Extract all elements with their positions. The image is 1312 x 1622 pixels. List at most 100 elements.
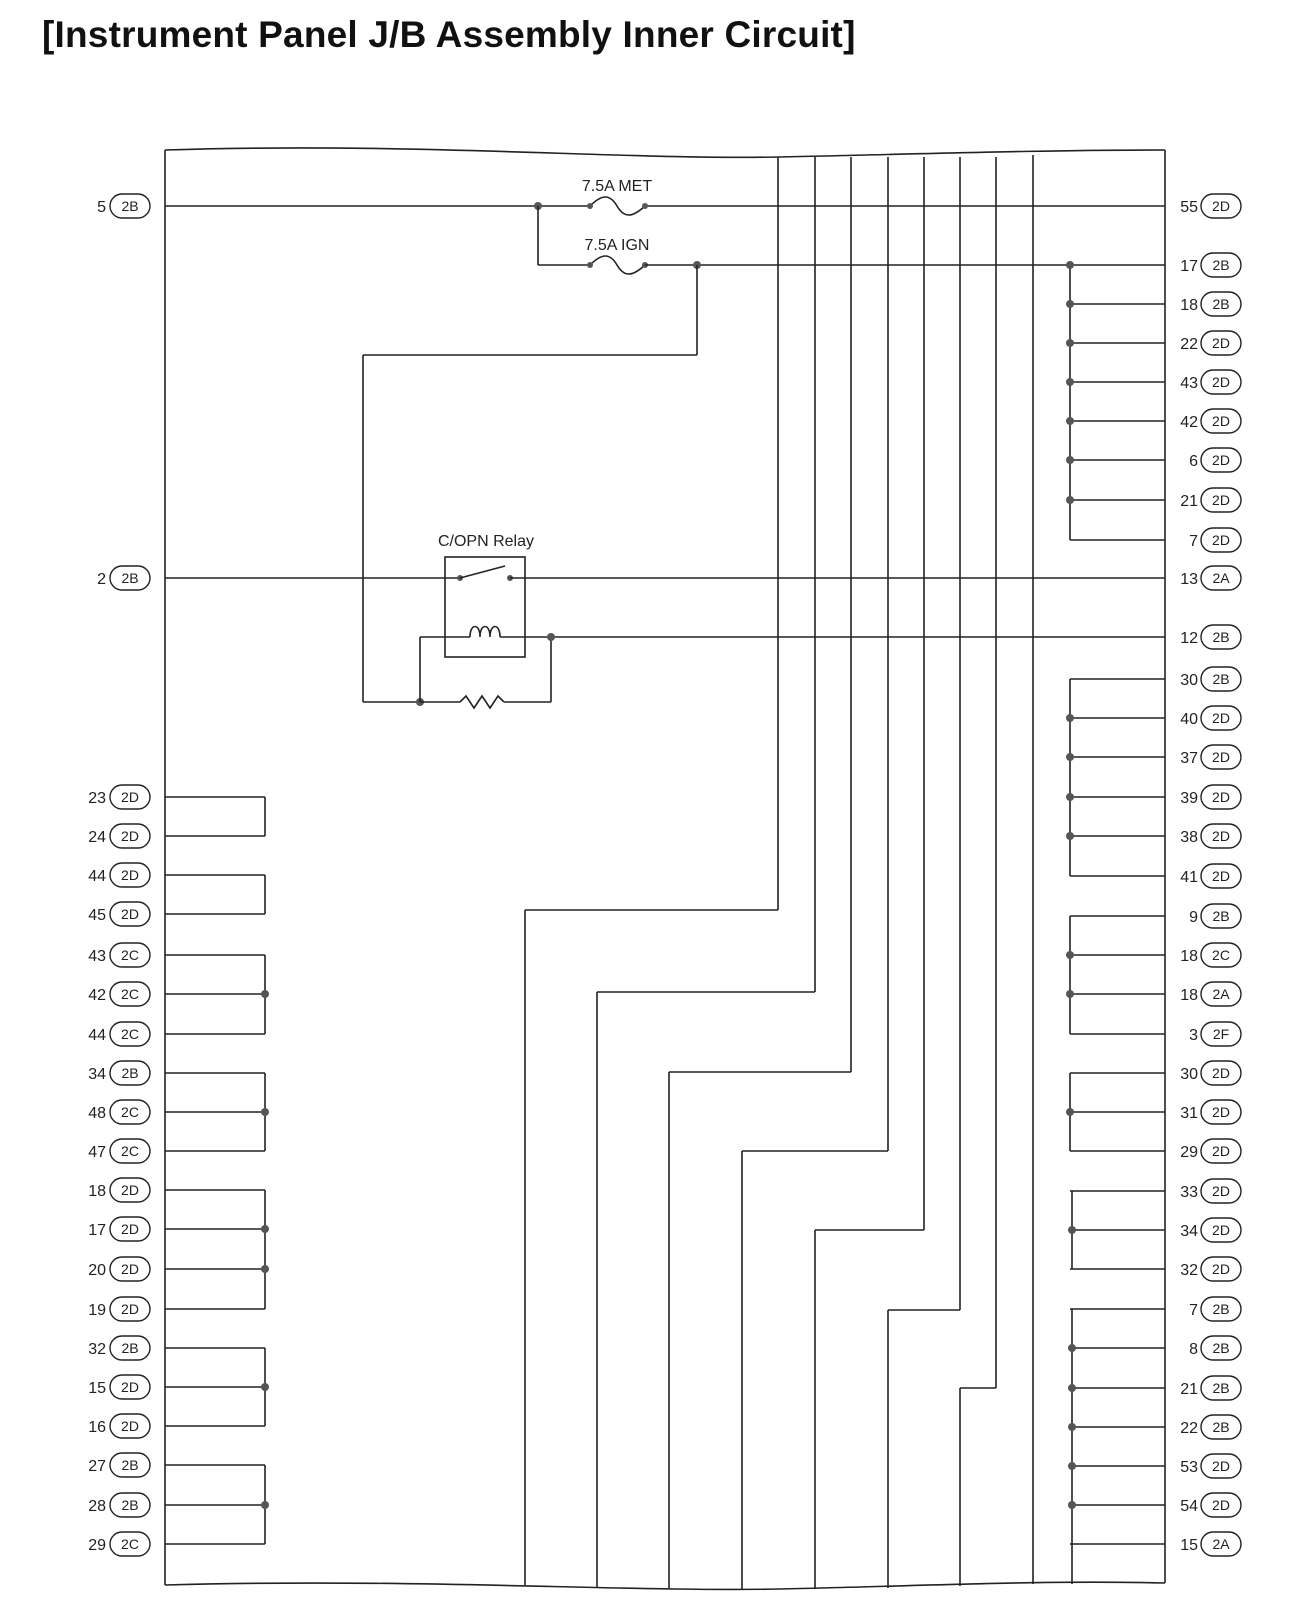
pin-number: 5 <box>97 199 106 216</box>
pin-number: 42 <box>1180 414 1198 431</box>
connector-id: 2D <box>1212 198 1230 214</box>
pin-number: 6 <box>1189 453 1198 470</box>
pin-number: 18 <box>1180 948 1198 965</box>
pin-number: 54 <box>1180 1498 1198 1515</box>
connector-id: 2D <box>1212 828 1230 844</box>
pin-number: 17 <box>1180 258 1198 275</box>
pin-number: 43 <box>88 948 106 965</box>
connector-badge <box>1200 252 1242 278</box>
connector-badge <box>109 1099 151 1125</box>
connector-badge <box>1200 1060 1242 1086</box>
connector-id: 2C <box>121 1104 139 1120</box>
connector-id: 2D <box>121 1261 139 1277</box>
pin-number: 27 <box>88 1458 106 1475</box>
connector-id: 2D <box>1212 1261 1230 1277</box>
pin-number: 48 <box>88 1105 106 1122</box>
junction-dot <box>1068 1344 1076 1352</box>
pin-number: 15 <box>88 1380 106 1397</box>
connector-id: 2D <box>1212 1183 1230 1199</box>
connector-badge <box>1200 369 1242 395</box>
pin-number: 21 <box>1180 493 1198 510</box>
junction-dot <box>1066 261 1074 269</box>
pin-number: 53 <box>1180 1459 1198 1476</box>
connector-id: 2D <box>1212 374 1230 390</box>
right-terminal: 33 2D <box>1070 1178 1242 1204</box>
connector-id: 2B <box>1212 1301 1229 1317</box>
connector-badge <box>1200 942 1242 968</box>
junction-dot <box>1066 417 1074 425</box>
junction-dot <box>1066 378 1074 386</box>
connector-badge <box>1200 705 1242 731</box>
junction-dot <box>1066 300 1074 308</box>
connector-badge <box>1200 291 1242 317</box>
pin-number: 47 <box>88 1144 106 1161</box>
connector-id: 2B <box>1212 257 1229 273</box>
connector-badge <box>1200 1296 1242 1322</box>
connector-id: 2D <box>1212 532 1230 548</box>
connector-id: 2D <box>121 1301 139 1317</box>
connector-badge <box>1200 1217 1242 1243</box>
pin-number: 8 <box>1189 1341 1198 1358</box>
connector-id: 2C <box>121 1536 139 1552</box>
connector-id: 2D <box>1212 335 1230 351</box>
connector-id: 2D <box>121 828 139 844</box>
connector-badge <box>1200 447 1242 473</box>
connector-badge <box>109 1021 151 1047</box>
pin-number: 18 <box>1180 297 1198 314</box>
junction-dot <box>1066 832 1074 840</box>
connector-badge <box>1200 823 1242 849</box>
connector-id: 2D <box>1212 710 1230 726</box>
junction-dot <box>1066 339 1074 347</box>
pin-number: 45 <box>88 907 106 924</box>
pin-number: 33 <box>1180 1184 1198 1201</box>
junction-dot <box>1066 951 1074 959</box>
connector-badge <box>1200 1335 1242 1361</box>
pin-number: 32 <box>1180 1262 1198 1279</box>
pin-number: 2 <box>97 571 106 588</box>
pin-number: 30 <box>1180 672 1198 689</box>
resistor-symbol <box>459 694 505 710</box>
connector-badge <box>1200 1492 1242 1518</box>
connector-id: 2A <box>1212 986 1230 1002</box>
pin-number: 29 <box>1180 1144 1198 1161</box>
junction-dot <box>1066 793 1074 801</box>
pin-number: 39 <box>1180 790 1198 807</box>
connector-id: 2D <box>1212 1222 1230 1238</box>
junction-dot <box>1066 714 1074 722</box>
connector-badge <box>1200 1256 1242 1282</box>
connector-badge <box>109 1256 151 1282</box>
pin-number: 44 <box>88 1027 106 1044</box>
connector-badge <box>109 1492 151 1518</box>
connector-id: 2D <box>1212 452 1230 468</box>
connector-id: 2B <box>121 1497 138 1513</box>
connector-badge <box>109 1296 151 1322</box>
left-terminal: 48 2C <box>88 1099 269 1125</box>
junction-dot <box>261 1383 269 1391</box>
connector-badge <box>109 1374 151 1400</box>
pin-number: 13 <box>1180 571 1198 588</box>
connector-id: 2D <box>1212 1065 1230 1081</box>
connector-id: 2B <box>1212 1340 1229 1356</box>
connector-badge <box>1200 744 1242 770</box>
connector-id: 2D <box>1212 1458 1230 1474</box>
connector-id: 2A <box>1212 1536 1230 1552</box>
pin-number: 16 <box>88 1419 106 1436</box>
